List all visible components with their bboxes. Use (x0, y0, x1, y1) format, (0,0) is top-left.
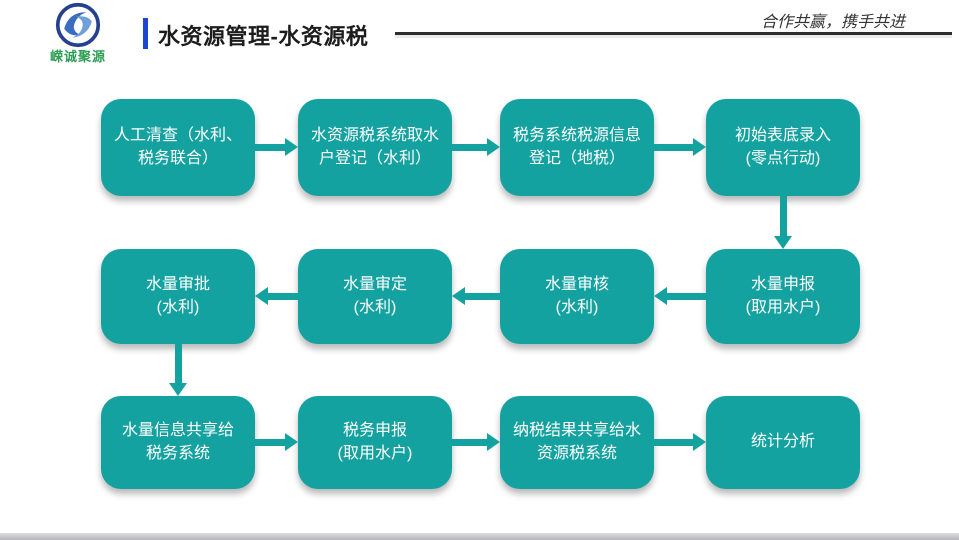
flow-box-line: 初始表底录入 (734, 127, 831, 145)
flow-box-line: (水利) (353, 298, 397, 316)
flow-box-line: 资源税系统 (536, 444, 617, 462)
company-logo-text: 嵘诚聚源 (49, 49, 106, 64)
arrow-left-icon (654, 287, 706, 305)
arrow-right-icon (255, 138, 298, 156)
flow-box-share-tax-result: 纳税结果共享给水 资源税系统 (500, 396, 654, 489)
flow-box-line: 纳税结果共享给水 (512, 422, 641, 440)
flow-box-line: 水量审核 (544, 276, 609, 294)
slogan-text: 合作共赢，携手共进 (760, 14, 905, 31)
flow-box-line: 人工清查（水利、 (113, 127, 242, 145)
flow-box-line: 水量审批 (145, 276, 210, 294)
flow-box-line: 水资源税系统取水 (310, 127, 439, 145)
flow-box-line: (取用水户) (745, 298, 821, 316)
flow-box-tax-source-registration: 税务系统税源信息 登记（地税） (500, 99, 654, 196)
flow-box-volume-approval: 水量审批 (水利) (101, 249, 255, 344)
flow-box-line: 税务系统税源信息 (512, 127, 641, 145)
flow-box-line: 水量申报 (750, 276, 815, 294)
arrow-down-icon (169, 344, 187, 396)
flow-box-volume-review: 水量审核 (水利) (500, 249, 654, 344)
flow-box-line: (水利) (156, 298, 200, 316)
company-logo: 嵘诚聚源 (44, 2, 112, 65)
flow-box-volume-determination: 水量审定 (水利) (298, 249, 452, 344)
header-divider (395, 32, 952, 35)
flow-box-initial-meter-entry: 初始表底录入 (零点行动) (706, 99, 860, 196)
arrow-right-icon (654, 433, 706, 451)
flow-box-line: 税务联合） (137, 149, 218, 167)
flow-box-line: (零点行动) (745, 149, 821, 167)
flow-box-tax-declaration: 税务申报 (取用水户) (298, 396, 452, 489)
arrow-left-icon (255, 287, 298, 305)
arrow-right-icon (452, 138, 500, 156)
flow-box-manual-check: 人工清查（水利、 税务联合） (101, 99, 255, 196)
flow-box-line: 统计分析 (750, 433, 815, 451)
flow-box-water-tax-registration: 水资源税系统取水 户登记（水利） (298, 99, 452, 196)
arrow-right-icon (654, 138, 706, 156)
flow-box-line: 户登记（水利） (318, 149, 431, 167)
flow-box-line: (取用水户) (337, 444, 413, 462)
flow-box-line: (水利) (555, 298, 599, 316)
arrow-right-icon (452, 433, 500, 451)
flow-box-statistics-analysis: 统计分析 (706, 396, 860, 489)
flow-box-volume-declaration: 水量申报 (取用水户) (706, 249, 860, 344)
flow-box-line: 水量审定 (342, 276, 407, 294)
flow-box-line: 水量信息共享给 (121, 422, 234, 440)
flow-box-line: 税务系统 (145, 444, 210, 462)
arrow-left-icon (452, 287, 500, 305)
flow-box-share-volume-info: 水量信息共享给 税务系统 (101, 396, 255, 489)
flow-box-line: 登记（地税） (528, 149, 625, 167)
flow-box-line: 税务申报 (342, 422, 407, 440)
company-logo-icon (55, 2, 101, 48)
arrow-right-icon (255, 433, 298, 451)
arrow-down-icon (774, 196, 792, 249)
page-title: 水资源管理-水资源税 (158, 24, 369, 49)
title-accent-bar (143, 18, 148, 49)
slide-footer-bar (0, 533, 959, 540)
